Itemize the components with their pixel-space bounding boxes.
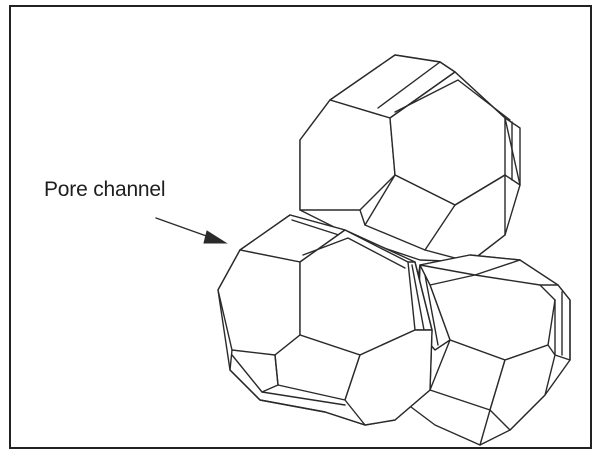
arrow-head <box>204 231 226 243</box>
pore-channel-arrow <box>156 218 226 243</box>
pore-channel-label: Pore channel <box>44 178 165 202</box>
left-cage-left-face <box>218 250 300 355</box>
